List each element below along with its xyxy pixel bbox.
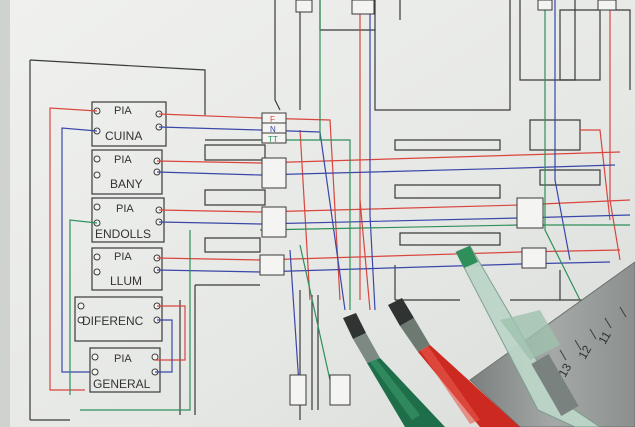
breaker-box-diferenc (74, 296, 163, 342)
breaker-label-general-top: PIA (114, 353, 132, 365)
terminal-block-10 (351, 0, 375, 15)
terminal-block-6 (521, 247, 547, 269)
paper-left-edge-shadow (0, 0, 10, 427)
terminal-block-8 (329, 374, 351, 406)
connection-points (77, 107, 163, 376)
breaker-label-cuina-top: PIA (114, 105, 132, 117)
terminal-block-3 (261, 206, 287, 238)
breaker-label-endolls-top: PIA (116, 203, 134, 215)
blue-wires (61, 0, 631, 401)
breaker-box-llum (91, 247, 163, 291)
floor-plan-outlines (29, 0, 631, 421)
breaker-label-cuina-bottom: CUINA (105, 129, 142, 143)
breaker-label-general-bottom: GENERAL (93, 377, 151, 391)
breaker-box-cuina (91, 101, 167, 147)
green-pen (343, 313, 445, 427)
breaker-label-diferenc: DIFERENC (82, 314, 144, 328)
terminal-block-12 (597, 0, 617, 11)
clear-green-pen (455, 245, 601, 427)
breaker-label-endolls-bottom: ENDOLLS (95, 227, 151, 241)
terminal-letter-n: N (270, 125, 276, 134)
terminal-block-11 (537, 0, 553, 11)
red-pen (388, 298, 520, 427)
terminal-block-9 (295, 0, 313, 13)
breaker-label-bany-top: PIA (114, 154, 132, 166)
terminal-block-7 (289, 374, 307, 406)
terminal-block-1: F N TT (261, 112, 287, 144)
terminal-letter-f: F (270, 115, 275, 124)
terminal-blocks: F N TT (259, 0, 617, 406)
breaker-label-llum-top: PIA (114, 251, 132, 263)
ruler-mark-12: 12 (575, 343, 594, 362)
red-wires (49, 0, 631, 391)
breaker-label-llum-bottom: LLUM (110, 274, 142, 288)
terminal-block-4 (259, 254, 285, 276)
breaker-labels: PIA CUINA PIA BANY PIA ENDOLLS PIA LLUM … (82, 105, 151, 391)
breaker-label-bany-bottom: BANY (110, 177, 143, 191)
terminal-block-2 (261, 157, 287, 189)
breaker-box-general (89, 347, 161, 393)
terminal-letter-tt: TT (268, 135, 278, 144)
breaker-box-endolls (91, 197, 165, 243)
terminal-block-5 (516, 197, 544, 229)
